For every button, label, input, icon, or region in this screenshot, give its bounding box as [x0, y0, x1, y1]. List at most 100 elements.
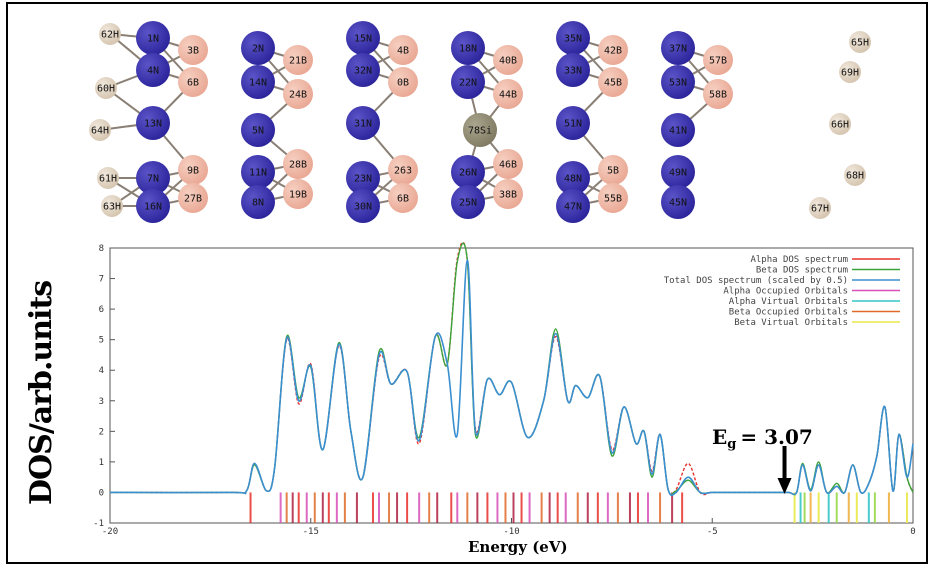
- atom-n: 15N: [346, 21, 380, 55]
- atom-sphere: [388, 35, 418, 65]
- atom-h: 68H: [844, 164, 866, 186]
- atom-sphere: [241, 155, 275, 189]
- atom-b: 0B: [388, 67, 418, 97]
- band-gap-subscript: g: [727, 437, 737, 452]
- atom-n: 18N: [451, 31, 485, 65]
- atom-sphere: [283, 179, 313, 209]
- atom-sphere: [136, 21, 170, 55]
- atom-sphere: [556, 189, 590, 223]
- atom-si: 78Si: [463, 113, 497, 147]
- atom-b: 263: [388, 155, 418, 185]
- atom-n: 41N: [661, 113, 695, 147]
- y-tick-label: 1: [99, 458, 104, 468]
- atom-n: 4N: [136, 53, 170, 87]
- atom-sphere: [241, 31, 275, 65]
- atom-n: 1N: [136, 21, 170, 55]
- atom-sphere: [241, 185, 275, 219]
- atom-b: 42B: [598, 35, 628, 65]
- atom-sphere: [346, 53, 380, 87]
- atom-label: 22N: [459, 78, 477, 89]
- atom-sphere: [598, 155, 628, 185]
- atom-label: 49N: [669, 168, 687, 179]
- atom-sphere: [451, 65, 485, 99]
- atom-b: 6B: [178, 67, 208, 97]
- atom-label: 68H: [846, 171, 864, 182]
- atom-sphere: [388, 183, 418, 213]
- atom-n: 30N: [346, 189, 380, 223]
- atom-b: 4B: [388, 35, 418, 65]
- atom-label: 45B: [604, 78, 622, 89]
- legend-label: Alpha Virtual Orbitals: [729, 297, 848, 307]
- y-tick-label: 3: [99, 397, 104, 407]
- atom-sphere: [97, 167, 119, 189]
- atom-sphere: [493, 45, 523, 75]
- atom-label: 64H: [91, 126, 109, 137]
- x-tick-label: 0: [910, 527, 915, 537]
- atom-label: 55B: [604, 194, 622, 205]
- band-gap-value: = 3.07: [740, 425, 813, 449]
- atom-label: 37N: [669, 44, 687, 55]
- atom-label: 8N: [252, 198, 264, 209]
- atom-n: 37N: [661, 31, 695, 65]
- atom-sphere: [346, 21, 380, 55]
- legend-label: Beta Virtual Orbitals: [734, 318, 848, 328]
- atom-b: 57B: [703, 45, 733, 75]
- atom-n: 35N: [556, 21, 590, 55]
- atom-label: 18N: [459, 44, 477, 55]
- atom-sphere: [346, 161, 380, 195]
- atom-sphere: [849, 31, 871, 53]
- legend-label: Beta Occupied Orbitals: [729, 308, 848, 318]
- atom-h: 64H: [89, 119, 111, 141]
- atom-label: 5B: [607, 166, 619, 177]
- atom-label: 57B: [709, 56, 727, 67]
- dos-line-0: [109, 259, 914, 497]
- atom-sphere: [451, 185, 485, 219]
- atom-sphere: [241, 113, 275, 147]
- atom-label: 9B: [187, 166, 199, 177]
- atom-h: 69H: [839, 61, 861, 83]
- atom-label: 33N: [564, 66, 582, 77]
- y-tick-label: 5: [99, 336, 104, 346]
- atom-n: 48N: [556, 161, 590, 195]
- atom-label: 45N: [669, 198, 687, 209]
- atom-n: 5N: [241, 113, 275, 147]
- atom-label: 24B: [289, 90, 307, 101]
- atom-label: 60H: [97, 84, 115, 95]
- atom-label: 6B: [187, 78, 199, 89]
- atom-sphere: [661, 185, 695, 219]
- plot-area: [109, 247, 914, 524]
- y-tick-label: 4: [99, 366, 104, 376]
- atom-sphere: [283, 79, 313, 109]
- atom-label: 35N: [564, 34, 582, 45]
- atom-sphere: [346, 189, 380, 223]
- atom-sphere: [283, 149, 313, 179]
- atom-h: 63H: [101, 195, 123, 217]
- atom-h: 61H: [97, 167, 119, 189]
- atom-label: 263: [394, 166, 412, 177]
- atom-n: 25N: [451, 185, 485, 219]
- atom-sphere: [388, 155, 418, 185]
- atom-h: 65H: [849, 31, 871, 53]
- atom-n: 33N: [556, 53, 590, 87]
- atom-label: 44B: [499, 90, 517, 101]
- atom-b: 46B: [493, 149, 523, 179]
- atom-sphere: [101, 195, 123, 217]
- atom-label: 66H: [831, 120, 849, 131]
- atom-label: 62H: [101, 30, 119, 41]
- atom-sphere: [598, 35, 628, 65]
- atom-sphere: [556, 161, 590, 195]
- legend-label: Total DOS spectrum (scaled by 0.5): [664, 276, 848, 286]
- atom-b: 21B: [283, 45, 313, 75]
- atom-sphere: [451, 155, 485, 189]
- atom-sphere: [493, 149, 523, 179]
- y-axis-label: DOS/arb.units: [24, 280, 59, 505]
- atom-b: 24B: [283, 79, 313, 109]
- atom-sphere: [178, 67, 208, 97]
- orbital-sticks: [249, 492, 908, 523]
- atom-label: 15N: [354, 34, 372, 45]
- atom-label: 5N: [252, 126, 264, 137]
- atom-label: 38B: [499, 190, 517, 201]
- legend-label: Beta DOS spectrum: [756, 266, 848, 276]
